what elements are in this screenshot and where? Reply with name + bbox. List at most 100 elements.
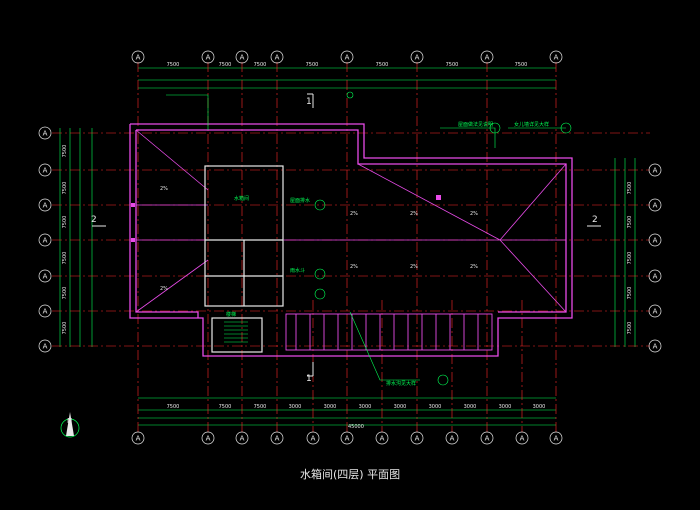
slope-label: 2% bbox=[410, 211, 418, 217]
svg-text:A: A bbox=[275, 54, 280, 62]
left-dimension-text: 7500 bbox=[62, 145, 68, 158]
svg-text:A: A bbox=[345, 54, 350, 62]
room-label-tank: 水箱间 bbox=[234, 195, 249, 202]
svg-text:A: A bbox=[554, 435, 559, 443]
svg-text:A: A bbox=[653, 167, 658, 175]
building-outline bbox=[129, 123, 573, 357]
top-dimension-text: 7500 bbox=[306, 62, 319, 68]
svg-text:A: A bbox=[240, 54, 245, 62]
svg-text:A: A bbox=[485, 54, 490, 62]
section-mark-top: 1 bbox=[306, 97, 312, 107]
room-label-drain: 屋面排水 bbox=[290, 197, 310, 204]
overall-dimension: 45000 bbox=[348, 424, 364, 430]
grid-bubble-right: A bbox=[648, 339, 662, 353]
grid-bubble-bottom: A bbox=[270, 431, 284, 445]
svg-text:A: A bbox=[43, 167, 48, 175]
svg-text:A: A bbox=[206, 54, 211, 62]
grid-bubble-top: A bbox=[480, 50, 494, 64]
roof-ridge-lines bbox=[135, 129, 567, 313]
grid-bubble-left: A bbox=[38, 339, 52, 353]
top-dimension-text: 7500 bbox=[219, 62, 232, 68]
right-dimension-text: 7500 bbox=[627, 182, 633, 195]
grid-bubble-left: A bbox=[38, 269, 52, 283]
bottom-dimension-text: 7500 bbox=[167, 404, 180, 410]
bottom-dimension-text: 3000 bbox=[359, 404, 372, 410]
svg-text:A: A bbox=[206, 435, 211, 443]
corridor-ribs bbox=[285, 313, 493, 351]
leader-lines bbox=[166, 94, 566, 381]
svg-text:A: A bbox=[380, 435, 385, 443]
grid-bubble-bottom: A bbox=[410, 431, 424, 445]
top-dimension-text: 7500 bbox=[254, 62, 267, 68]
bottom-dimension-text: 7500 bbox=[254, 404, 267, 410]
section-mark-left: 2 bbox=[91, 215, 97, 225]
right-dimension-text: 7500 bbox=[627, 322, 633, 335]
leader-note-3: 排水沟见大样 bbox=[386, 380, 416, 387]
left-dimension-text: 7500 bbox=[62, 252, 68, 265]
svg-text:A: A bbox=[653, 343, 658, 351]
grid-bubble-left: A bbox=[38, 198, 52, 212]
drawing-title: 水箱间(四层) 平面图 bbox=[300, 467, 400, 481]
slope-label: 2% bbox=[350, 264, 358, 270]
grid-bubble-right: A bbox=[648, 269, 662, 283]
leader-circles bbox=[314, 91, 572, 386]
svg-text:A: A bbox=[43, 130, 48, 138]
slope-label: 2% bbox=[470, 264, 478, 270]
grid-bubble-top: A bbox=[410, 50, 424, 64]
bottom-dimension-text: 3000 bbox=[533, 404, 546, 410]
left-dimension-text: 7500 bbox=[62, 216, 68, 229]
svg-text:A: A bbox=[415, 54, 420, 62]
grid-bubble-left: A bbox=[38, 304, 52, 318]
roof-drains bbox=[131, 195, 441, 242]
room-label-stair: 楼梯 bbox=[226, 311, 236, 318]
grid-bubble-bottom: A bbox=[445, 431, 459, 445]
grid-bubble-right: A bbox=[648, 304, 662, 318]
bottom-dimension-text: 3000 bbox=[464, 404, 477, 410]
section-mark-lines bbox=[92, 93, 601, 377]
grid-bubble-top: A bbox=[340, 50, 354, 64]
slope-label: 2% bbox=[160, 286, 168, 292]
grid-bubble-top: A bbox=[549, 50, 563, 64]
grid-bubble-left: A bbox=[38, 233, 52, 247]
top-dimension-text: 7500 bbox=[376, 62, 389, 68]
slope-label: 2% bbox=[410, 264, 418, 270]
bottom-dimension-text: 3000 bbox=[324, 404, 337, 410]
grid-bubble-left: A bbox=[38, 126, 52, 140]
svg-text:A: A bbox=[136, 54, 141, 62]
grid-bubble-bottom: A bbox=[515, 431, 529, 445]
top-dimension-text: 7500 bbox=[446, 62, 459, 68]
grid-bubble-right: A bbox=[648, 163, 662, 177]
left-dimension-text: 7500 bbox=[62, 287, 68, 300]
svg-text:A: A bbox=[275, 435, 280, 443]
vertical-axis-lines bbox=[137, 62, 557, 432]
tank-room-walls bbox=[204, 165, 284, 353]
grid-bubble-top: A bbox=[131, 50, 145, 64]
grid-bubble-bottom: A bbox=[549, 431, 563, 445]
svg-text:A: A bbox=[311, 435, 316, 443]
grid-bubble-bottom: A bbox=[480, 431, 494, 445]
grid-bubble-top: A bbox=[270, 50, 284, 64]
section-mark-right: 2 bbox=[592, 215, 598, 225]
stair-steps bbox=[224, 321, 248, 343]
bottom-dimension-text: 3000 bbox=[394, 404, 407, 410]
grid-bubble-bottom: A bbox=[375, 431, 389, 445]
slope-label: 2% bbox=[470, 211, 478, 217]
top-dimension-text: 7500 bbox=[515, 62, 528, 68]
grid-bubble-left: A bbox=[38, 163, 52, 177]
svg-text:A: A bbox=[43, 237, 48, 245]
svg-text:A: A bbox=[43, 308, 48, 316]
room-label-scupper: 雨水斗 bbox=[290, 267, 305, 274]
svg-text:A: A bbox=[415, 435, 420, 443]
left-dimension-text: 7500 bbox=[62, 322, 68, 335]
bottom-dimension-text: 3000 bbox=[429, 404, 442, 410]
svg-text:A: A bbox=[520, 435, 525, 443]
svg-text:A: A bbox=[43, 273, 48, 281]
leader-note-2: 女儿墙详见大样 bbox=[514, 121, 549, 128]
svg-text:A: A bbox=[240, 435, 245, 443]
svg-text:A: A bbox=[485, 435, 490, 443]
bottom-dimension-text: 3000 bbox=[499, 404, 512, 410]
svg-text:A: A bbox=[653, 202, 658, 210]
